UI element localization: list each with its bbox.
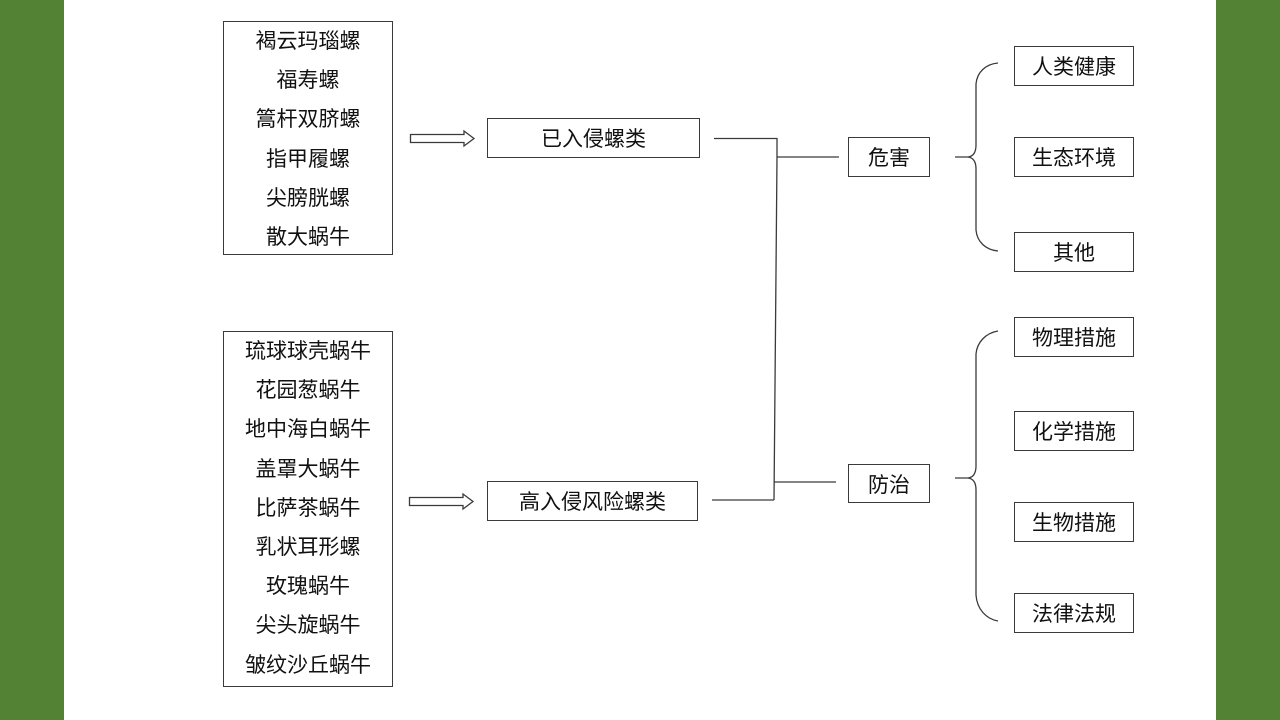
species-item: 尖膀胱螺 bbox=[266, 185, 350, 210]
species-item: 玫瑰蜗牛 bbox=[266, 574, 350, 599]
aspect-control: 防治 bbox=[848, 464, 930, 503]
left-side-band bbox=[0, 0, 64, 720]
invaded-species-list: 褐云玛瑙螺 福寿螺 篙杆双脐螺 指甲履螺 尖膀胱螺 散大蜗牛 bbox=[223, 21, 393, 255]
harm-item-other: 其他 bbox=[1014, 232, 1134, 272]
control-item-chemical: 化学措施 bbox=[1014, 411, 1134, 451]
species-item: 地中海白蜗牛 bbox=[245, 417, 371, 442]
species-item: 褐云玛瑙螺 bbox=[255, 29, 361, 53]
high-risk-species-list: 琉球球壳蜗牛 花园葱蜗牛 地中海白蜗牛 盖罩大蜗牛 比萨茶蜗牛 乳状耳形螺 玫瑰… bbox=[223, 331, 393, 687]
harm-item-human-health: 人类健康 bbox=[1014, 46, 1134, 86]
control-item-legal: 法律法规 bbox=[1014, 593, 1134, 633]
connector-invaded-to-trunk bbox=[714, 137, 778, 157]
harm-item-ecology: 生态环境 bbox=[1014, 137, 1134, 177]
species-item: 指甲履螺 bbox=[266, 146, 350, 171]
arrow-invaded-icon bbox=[409, 129, 476, 148]
brace-control bbox=[955, 330, 999, 622]
arrow-high-risk-icon bbox=[408, 492, 475, 511]
connector-trunk-vertical bbox=[773, 156, 778, 501]
control-item-physical: 物理措施 bbox=[1014, 317, 1134, 357]
species-item: 篙杆双脐螺 bbox=[255, 107, 361, 132]
species-item: 比萨茶蜗牛 bbox=[255, 495, 361, 520]
category-invaded: 已入侵螺类 bbox=[487, 118, 700, 158]
aspect-harm: 危害 bbox=[848, 137, 930, 177]
species-item: 皱纹沙丘蜗牛 bbox=[245, 652, 371, 677]
category-high-risk: 高入侵风险螺类 bbox=[487, 481, 698, 521]
species-item: 福寿螺 bbox=[276, 68, 340, 93]
species-item: 盖罩大蜗牛 bbox=[255, 456, 361, 481]
right-side-band bbox=[1216, 0, 1280, 720]
control-item-biological: 生物措施 bbox=[1014, 502, 1134, 542]
brace-harm bbox=[955, 62, 999, 252]
species-item: 乳状耳形螺 bbox=[255, 534, 361, 559]
species-item: 花园葱蜗牛 bbox=[255, 378, 361, 403]
species-item: 尖头旋蜗牛 bbox=[255, 613, 361, 638]
species-item: 琉球球壳蜗牛 bbox=[245, 339, 371, 363]
species-item: 散大蜗牛 bbox=[266, 224, 350, 249]
